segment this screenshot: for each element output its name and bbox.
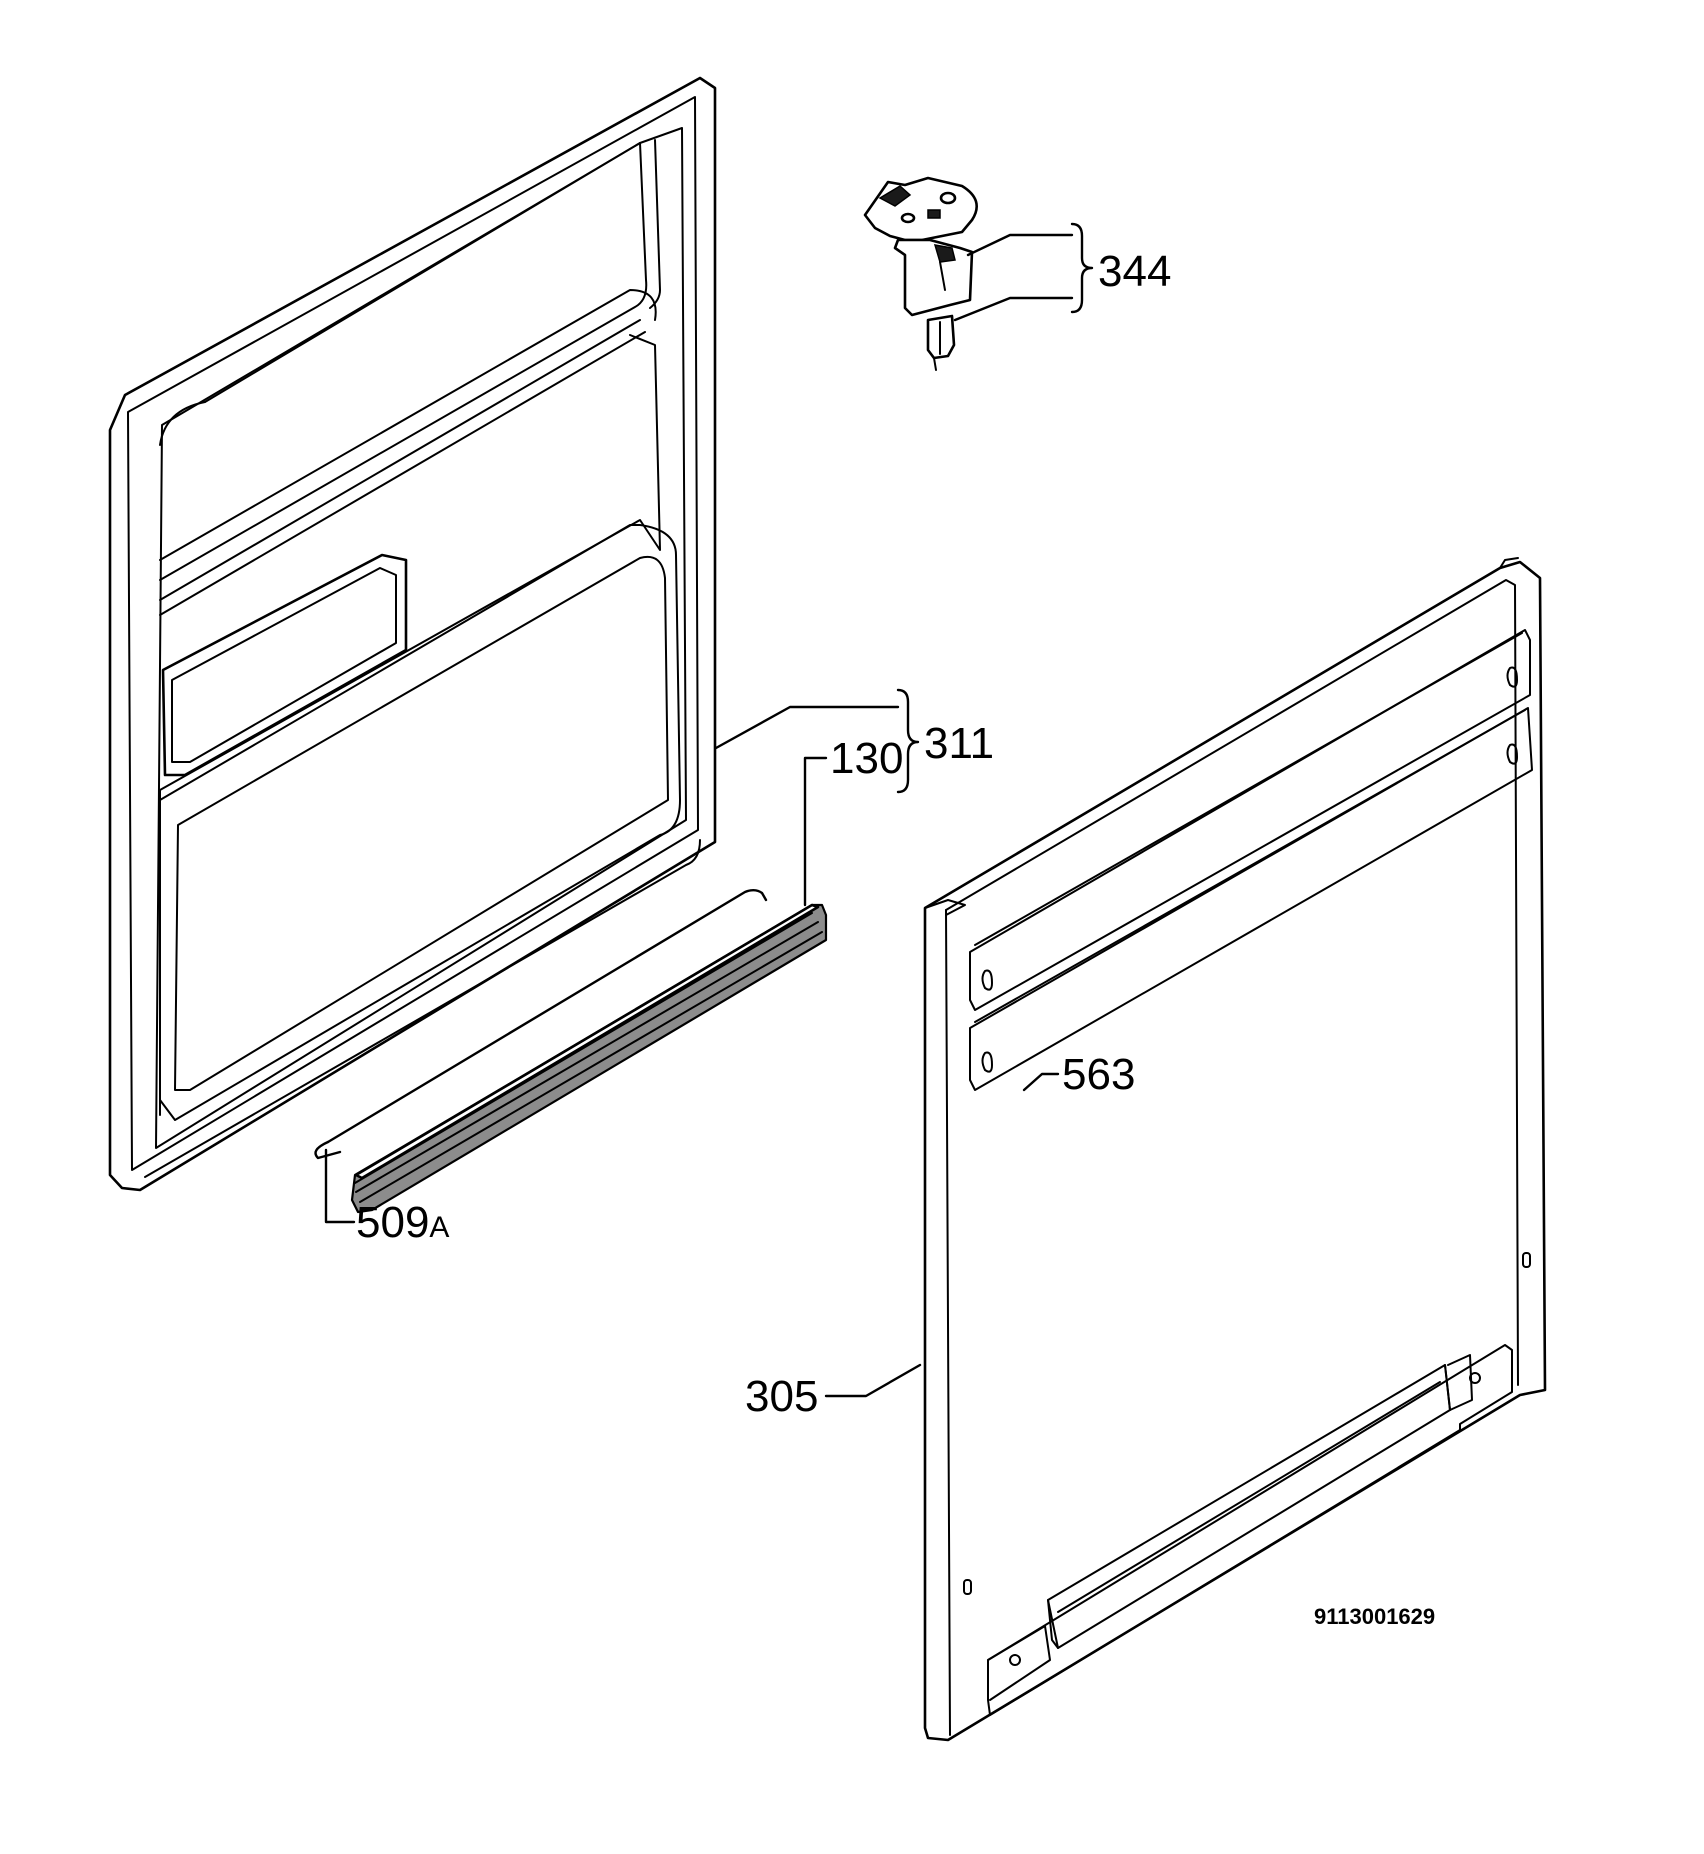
leader-lines [324,222,1094,1398]
label-509a: 509A [356,1198,449,1247]
outer-door-panel [923,557,1547,1742]
label-509a-suffix: A [429,1211,449,1244]
label-311: 311 [924,719,994,768]
label-344: 344 [1098,247,1171,296]
label-563: 563 [1062,1050,1135,1099]
hook-seal-strip [314,889,768,1160]
callout-labels: 344 311 130 509A 563 305 9113001629 [356,247,1435,1629]
document-number: 9113001629 [1314,1604,1435,1629]
door-seal-rail [350,903,828,1214]
door-lock-assembly [863,176,978,371]
inner-door-panel [108,76,717,1192]
label-130: 130 [830,734,903,783]
label-509a-number: 509 [356,1198,429,1247]
label-305: 305 [745,1372,818,1421]
